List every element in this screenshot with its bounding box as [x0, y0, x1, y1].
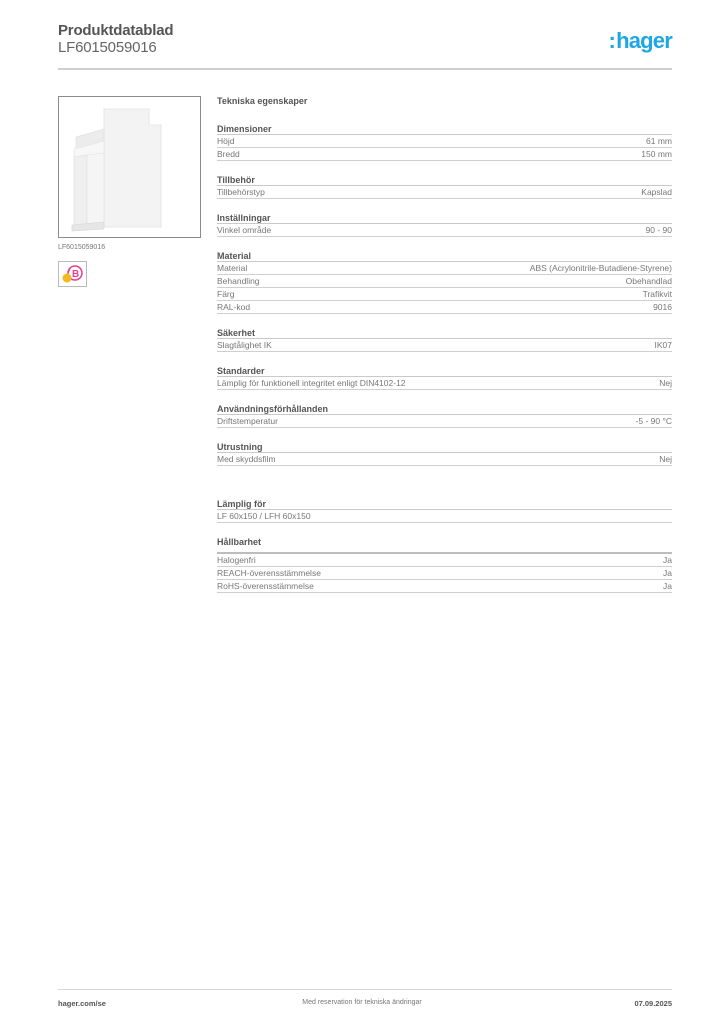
- spec-row: Tillbehörstyp Kapslad: [217, 186, 672, 199]
- spacer: [217, 479, 672, 498]
- spec-label: Lämplig för funktionell integritet enlig…: [217, 378, 406, 388]
- spec-label: Höjd: [217, 136, 235, 146]
- spec-group-dimensioner: Dimensioner Höjd 61 mm Bredd 150 mm: [217, 123, 672, 161]
- technical-specs: Tekniska egenskaper Dimensioner Höjd 61 m…: [217, 96, 672, 606]
- group-title: Säkerhet: [217, 327, 672, 339]
- spec-label: Driftstemperatur: [217, 416, 278, 426]
- specs-title: Tekniska egenskaper: [217, 96, 308, 106]
- group-title: Lämplig för: [217, 498, 672, 510]
- spec-group-lamplig-for: Lämplig för LF 60x150 / LFH 60x150: [217, 498, 672, 523]
- spec-row: RoHS-överensstämmelse Ja: [217, 580, 672, 593]
- product-image: [58, 96, 201, 238]
- spec-value: 61 mm: [646, 136, 672, 146]
- product-photo-icon: [71, 108, 162, 232]
- spec-group-standarder: Standarder Lämplig för funktionell integ…: [217, 365, 672, 390]
- spec-value: Ja: [663, 568, 672, 578]
- spec-label: Vinkel område: [217, 225, 272, 235]
- spec-group-sakerhet: Säkerhet Slagtålighet IK IK07: [217, 327, 672, 352]
- spec-label: Med skyddsfilm: [217, 454, 276, 464]
- group-title: Standarder: [217, 365, 672, 377]
- group-title: Material: [217, 250, 672, 262]
- group-title: Hållbarhet: [217, 536, 672, 554]
- image-caption: LF6015059016: [58, 244, 106, 251]
- spec-value: Obehandlad: [625, 276, 672, 286]
- spec-row: Med skyddsfilm Nej: [217, 453, 672, 466]
- spec-row: Behandling Obehandlad: [217, 275, 672, 288]
- logo-text: hager: [616, 28, 673, 53]
- spec-group-anvandningsforhallanden: Användningsförhållanden Driftstemperatur…: [217, 403, 672, 428]
- spec-label: RoHS-överensstämmelse: [217, 581, 314, 591]
- spec-value: Ja: [663, 581, 672, 591]
- spec-value: IK07: [654, 340, 673, 350]
- spec-value: ABS (Acrylonitrile-Butadiene-Styrene): [529, 263, 672, 273]
- spec-row: Halogenfri Ja: [217, 554, 672, 567]
- spec-label: Behandling: [217, 276, 260, 286]
- footer-disclaimer: Med reservation för tekniska ändringar: [302, 999, 422, 1006]
- spec-label: Material: [217, 263, 248, 273]
- footer-date: 07.09.2025: [634, 999, 672, 1008]
- spec-row: Slagtålighet IK IK07: [217, 339, 672, 352]
- spec-label: Bredd: [217, 149, 240, 159]
- spec-value: -5 - 90 °C: [635, 416, 672, 426]
- spec-value: Nej: [659, 454, 672, 464]
- spec-value: Kapslad: [641, 187, 672, 197]
- spec-label: Tillbehörstyp: [217, 187, 265, 197]
- product-code: LF6015059016: [58, 39, 157, 56]
- group-title: Inställningar: [217, 212, 672, 224]
- spec-row: Material ABS (Acrylonitrile-Butadiene-Sty…: [217, 262, 672, 275]
- header-divider: [58, 68, 672, 70]
- spec-row: Färg Trafikvit: [217, 288, 672, 301]
- spec-label: LF 60x150 / LFH 60x150: [217, 511, 311, 521]
- spec-value: 150 mm: [641, 149, 672, 159]
- spec-group-installningar: Inställningar Vinkel område 90 - 90: [217, 212, 672, 237]
- spec-row: Driftstemperatur -5 - 90 °C: [217, 415, 672, 428]
- page-header: Produktdatablad LF6015059016 :hager: [58, 22, 673, 70]
- spec-row: RAL-kod 9016: [217, 301, 672, 314]
- spec-value: 9016: [653, 302, 672, 312]
- document-title: Produktdatablad: [58, 22, 174, 39]
- halogen-free-badge: B: [58, 261, 87, 287]
- spec-row: LF 60x150 / LFH 60x150: [217, 510, 672, 523]
- spec-value: Ja: [663, 555, 672, 565]
- spec-label: Slagtålighet IK: [217, 340, 272, 350]
- svg-text:B: B: [72, 269, 79, 280]
- spec-label: Halogenfri: [217, 555, 256, 565]
- halogen-free-badge-icon: B: [62, 265, 83, 283]
- hager-logo: :hager: [608, 28, 673, 54]
- group-title: Utrustning: [217, 441, 672, 453]
- spec-group-tillbehor: Tillbehör Tillbehörstyp Kapslad: [217, 174, 672, 199]
- spec-group-utrustning: Utrustning Med skyddsfilm Nej: [217, 441, 672, 466]
- spec-row: REACH-överensstämmelse Ja: [217, 567, 672, 580]
- spec-row: Bredd 150 mm: [217, 148, 672, 161]
- spec-row: Lämplig för funktionell integritet enlig…: [217, 377, 672, 390]
- spec-value: Nej: [659, 378, 672, 388]
- logo-colon: :: [608, 28, 616, 53]
- footer-website-link[interactable]: hager.com/se: [58, 999, 106, 1008]
- group-title: Tillbehör: [217, 174, 672, 186]
- spec-value: Trafikvit: [642, 289, 672, 299]
- spec-value: 90 - 90: [645, 225, 672, 235]
- group-title: Dimensioner: [217, 123, 672, 135]
- spec-label: Färg: [217, 289, 235, 299]
- spec-row: Höjd 61 mm: [217, 135, 672, 148]
- footer-divider: [58, 989, 672, 990]
- spec-label: RAL-kod: [217, 302, 251, 312]
- spec-label: REACH-överensstämmelse: [217, 568, 321, 578]
- spec-row: Vinkel område 90 - 90: [217, 224, 672, 237]
- group-title: Användningsförhållanden: [217, 403, 672, 415]
